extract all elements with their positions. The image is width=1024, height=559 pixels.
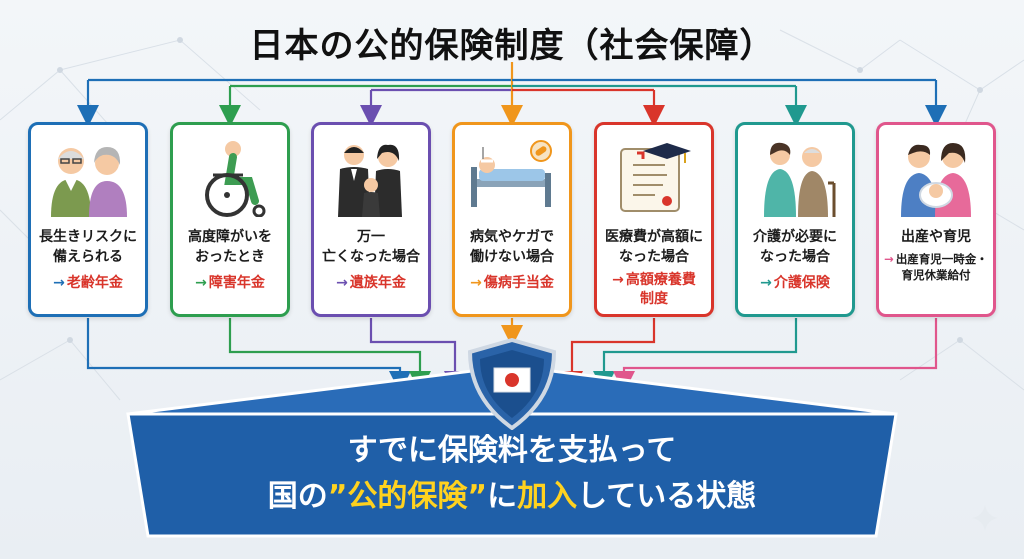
card-result-text: 出産育児一時金・ <box>895 252 988 266</box>
card-result-text: 介護保険 <box>773 275 830 291</box>
banner-line-2: 国の”公的保険”に加入している状態 <box>128 474 896 520</box>
card-result: →障害年金 <box>175 274 285 293</box>
card-disability-pension: 高度障がいをおったとき →障害年金 <box>170 122 290 317</box>
card-result-text: 育児休業給付 <box>901 268 971 282</box>
shield-icon <box>467 338 557 430</box>
elderly-couple-icon <box>51 147 127 217</box>
card-label-line: 介護が必要に <box>753 229 837 245</box>
card-result: →遺族年金 <box>316 274 426 293</box>
card-high-cost-medical: 医療費が高額になった場合 →高額療養費制度 <box>594 122 714 317</box>
card-result: →高額療養費制度 <box>599 271 709 309</box>
card-label-line: なった場合 <box>619 249 689 265</box>
arrow-right-icon: → <box>470 275 482 291</box>
card-childbirth-childcare: 出産や育児 →出産育児一時金・育児休業給付 <box>876 122 996 317</box>
banner-text-part: 国の <box>267 479 328 514</box>
card-label-line: 出産や育児 <box>901 229 971 245</box>
card-result: →老齢年金 <box>33 274 143 293</box>
card-result-text: 老齢年金 <box>66 275 123 291</box>
banner-text-part: している状態 <box>577 479 757 514</box>
hospital-bed-icon <box>471 140 552 207</box>
sparkle-icon <box>972 505 998 531</box>
arrow-right-icon: → <box>53 275 65 291</box>
caregiver-icon <box>764 142 836 217</box>
card-result-text: 遺族年金 <box>349 275 406 291</box>
card-label-line: おったとき <box>195 249 265 265</box>
card-result-text: 制度 <box>640 291 668 307</box>
card-result: →傷病手当金 <box>457 274 567 293</box>
card-label-line: なった場合 <box>760 249 830 265</box>
card-long-term-care: 介護が必要になった場合 →介護保険 <box>735 122 855 317</box>
arrow-right-icon: → <box>884 252 894 266</box>
card-result-text: 傷病手当金 <box>483 275 554 291</box>
banner-line-1: すでに保険料を支払って <box>347 433 677 468</box>
banner-text-part: に <box>487 479 518 514</box>
card-label-line: 備えられる <box>53 249 123 265</box>
card-label-line: 万一 <box>357 229 385 245</box>
wheelchair-icon <box>205 141 266 217</box>
card-result-text: 障害年金 <box>208 275 265 291</box>
card-label-line: 病気やケガで <box>470 229 554 245</box>
card-result: →介護保険 <box>740 274 850 293</box>
page-title: 日本の公的保険制度（社会保障） <box>249 26 775 66</box>
arrow-right-icon: → <box>612 272 624 288</box>
mourning-family-icon <box>338 144 402 217</box>
card-label-line: 医療費が高額に <box>605 229 703 245</box>
card-label-line: 働けない場合 <box>470 249 554 265</box>
banner-message: すでに保険料を支払って 国の”公的保険”に加入している状態 <box>128 428 896 520</box>
card-label-line: 亡くなった場合 <box>322 249 420 265</box>
medical-certificate-icon <box>620 143 691 212</box>
card-old-age-pension: 長生きリスクに備えられる →老齢年金 <box>28 122 148 317</box>
card-survivor-pension: 万一亡くなった場合 →遺族年金 <box>311 122 431 317</box>
card-result-text: 高額療養費 <box>625 272 696 288</box>
parents-baby-icon <box>901 143 971 217</box>
card-label-line: 長生きリスクに <box>39 229 137 245</box>
card-label-line: 高度障がいを <box>188 229 272 245</box>
banner-highlight: ”公的保険” <box>327 479 488 514</box>
arrow-right-icon: → <box>760 275 772 291</box>
arrow-right-icon: → <box>336 275 348 291</box>
card-result: →出産育児一時金・育児休業給付 <box>881 251 991 283</box>
card-sickness-allowance: 病気やケガで働けない場合 →傷病手当金 <box>452 122 572 317</box>
arrow-right-icon: → <box>195 275 207 291</box>
banner-highlight: 加入 <box>517 479 578 514</box>
